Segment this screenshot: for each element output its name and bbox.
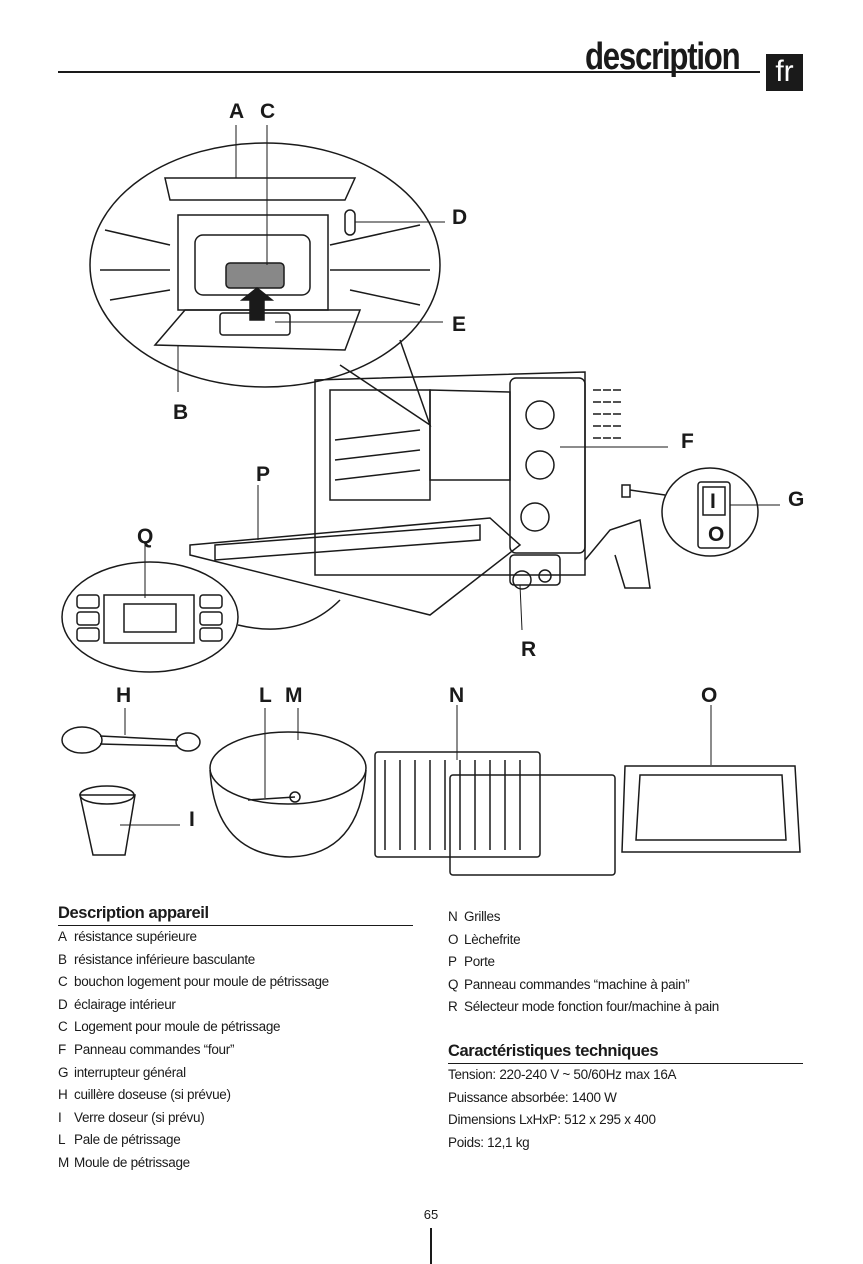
item-key: D	[58, 996, 68, 1012]
item-text: interrupteur général	[74, 1064, 186, 1080]
item-key: H	[58, 1087, 68, 1103]
header-rule	[58, 71, 760, 73]
item-key: N	[448, 909, 458, 924]
item-key: M	[58, 1154, 69, 1170]
label-p: P	[256, 463, 270, 486]
item-text: Porte	[464, 954, 495, 970]
item-text: Verre doseur (si prévu)	[74, 1109, 205, 1125]
item-key: Q	[448, 976, 459, 992]
list-item: L Pale de pétrissage	[58, 1129, 413, 1152]
item-key: F	[58, 1041, 66, 1057]
list-item: Dimensions LxHxP: 512 x 295 x 400	[448, 1112, 656, 1128]
list-item: M Moule de pétrissage	[58, 1152, 413, 1175]
label-d: D	[452, 206, 467, 229]
item-text: Lèchefrite	[464, 931, 521, 947]
label-g: G	[788, 488, 804, 511]
list-item: Tension: 220-240 V ~ 50/60Hz max 16A	[448, 1066, 677, 1082]
item-key: P	[448, 954, 457, 970]
item-text: Panneau commandes “four”	[74, 1041, 235, 1057]
item-key: R	[448, 999, 458, 1015]
item-text: Panneau commandes “machine à pain”	[464, 976, 690, 992]
switch-on-symbol: I	[710, 490, 716, 513]
item-key: O	[448, 931, 459, 947]
footer-rule	[430, 1228, 432, 1264]
item-text: Moule de pétrissage	[74, 1154, 190, 1170]
item-key: L	[58, 1132, 66, 1148]
item-text: bouchon logement pour moule de pétrissag…	[74, 974, 329, 990]
label-o: O	[701, 684, 717, 707]
item-key: I	[58, 1109, 62, 1125]
item-text: Sélecteur mode fonction four/machine à p…	[464, 999, 720, 1015]
list-item: F Panneau commandes “four”	[58, 1039, 413, 1062]
list-item: P Porte	[448, 951, 803, 974]
item-text: cuillère doseuse (si prévue)	[74, 1087, 231, 1103]
label-n: N	[449, 684, 464, 707]
item-key: C	[58, 974, 68, 990]
list-item: Puissance absorbée: 1400 W	[448, 1089, 617, 1105]
label-q: Q	[137, 525, 153, 548]
bread-panel-callout	[61, 561, 341, 673]
label-m: M	[285, 684, 303, 707]
list-item: N Grilles	[448, 906, 803, 929]
item-key: C	[58, 1019, 68, 1035]
language-badge: fr	[766, 54, 803, 91]
interior-detail-callout	[89, 142, 441, 427]
item-text: résistance supérieure	[74, 929, 197, 944]
list-item: I Verre doseur (si prévu)	[58, 1107, 413, 1130]
label-c: C	[260, 100, 275, 123]
item-text: Grilles	[464, 909, 501, 924]
label-a: A	[229, 100, 244, 123]
item-key: A	[58, 929, 67, 944]
label-h: H	[116, 684, 131, 707]
list-item: O Lèchefrite	[448, 929, 803, 952]
switch-off-symbol: O	[708, 523, 724, 546]
label-e: E	[452, 313, 466, 336]
list-item: Q Panneau commandes “machine à pain”	[448, 974, 803, 997]
item-key: G	[58, 1064, 69, 1080]
list-item: Poids: 12,1 kg	[448, 1134, 530, 1150]
label-l: L	[259, 684, 272, 707]
appliance-illustration: I O A C	[61, 100, 804, 876]
item-text: Logement pour moule de pétrissage	[74, 1019, 281, 1035]
label-i: I	[189, 808, 195, 831]
list-item: C Logement pour moule de pétrissage	[58, 1016, 413, 1039]
description-heading: Description appareil	[58, 904, 413, 926]
item-key: B	[58, 951, 67, 967]
item-text: résistance inférieure basculante	[74, 951, 256, 967]
label-r: R	[521, 638, 536, 661]
item-text: éclairage intérieur	[74, 996, 176, 1012]
leader-lines	[120, 125, 780, 826]
label-f: F	[681, 430, 694, 453]
accessories	[61, 726, 801, 876]
item-text: Pale de pétrissage	[74, 1132, 181, 1148]
specs-heading: Caractéristiques techniques	[448, 1042, 803, 1064]
switch-callout: I O	[629, 467, 759, 557]
page-number: 65	[423, 1207, 439, 1222]
specs-list: Tension: 220-240 V ~ 50/60Hz max 16A Puis…	[448, 1064, 803, 1154]
oven-body	[189, 371, 651, 616]
label-b: B	[173, 401, 188, 424]
list-item: R Sélecteur mode fonction four/machine à …	[448, 996, 803, 1019]
